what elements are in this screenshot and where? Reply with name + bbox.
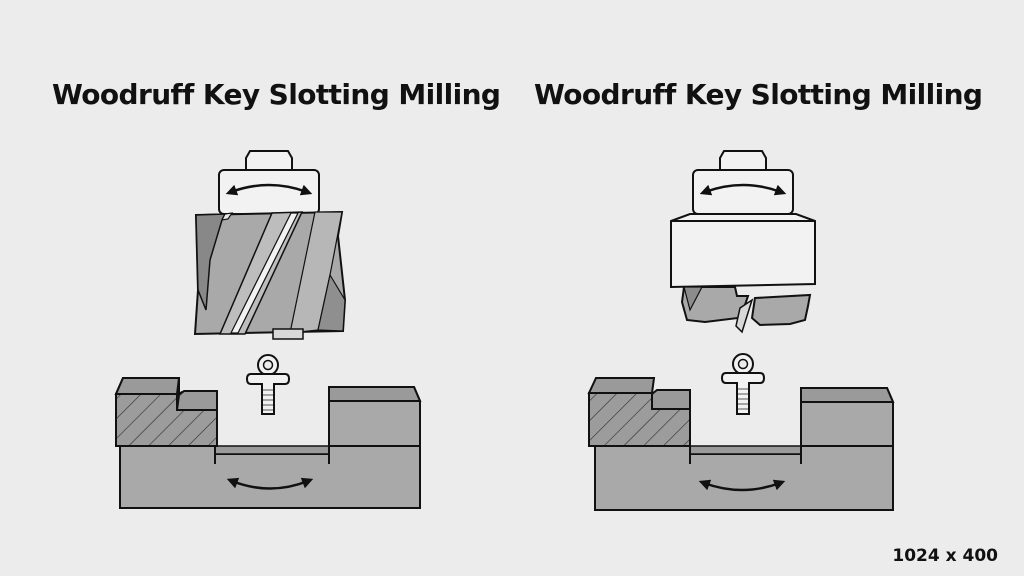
feed-arrow-icon	[698, 479, 786, 492]
slot-floor	[689, 445, 802, 455]
holder-nub	[245, 150, 293, 173]
right-cutter-assembly	[670, 150, 816, 334]
left-workpiece	[114, 377, 422, 509]
workpiece-base	[594, 445, 894, 511]
left-cutter-assembly	[193, 150, 347, 340]
rotation-arrow-icon	[225, 183, 313, 196]
holder-nub	[719, 150, 767, 173]
title-right: Woodruff Key Slotting Milling	[534, 78, 983, 111]
slot-floor	[214, 445, 330, 455]
title-left: Woodruff Key Slotting Milling	[52, 78, 501, 111]
workpiece-base	[119, 445, 421, 509]
dimensions-label: 1024 x 400	[892, 546, 998, 566]
rotation-arrow-icon	[699, 183, 787, 196]
cutter-head	[670, 213, 816, 289]
hatched-section	[588, 392, 691, 447]
right-workpiece	[587, 377, 895, 511]
cutter-tip	[272, 328, 304, 340]
feed-arrow-icon	[226, 477, 314, 490]
right-key-screw	[720, 353, 766, 415]
left-key-screw	[245, 354, 291, 415]
